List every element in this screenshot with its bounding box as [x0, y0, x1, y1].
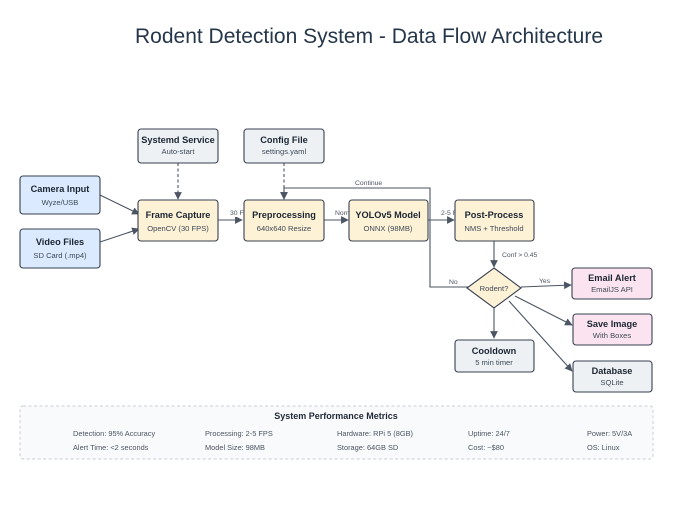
- node-subtitle: ONNX (98MB): [364, 224, 413, 233]
- diagram-title: Rodent Detection System - Data Flow Arch…: [135, 25, 603, 48]
- node-config-file: Config File settings.yaml: [243, 128, 325, 164]
- node-cooldown: Cooldown 5 min timer: [454, 339, 535, 373]
- node-title: Config File: [260, 135, 307, 145]
- edge-decision-to-email: [520, 281, 572, 290]
- node-subtitle: settings.yaml: [262, 147, 307, 156]
- node-title: Systemd Service: [141, 135, 215, 145]
- svg-text:2-5 FPS: 2-5 FPS: [441, 210, 466, 217]
- node-title: Post-Process: [465, 210, 524, 220]
- metric-item: Detection: 95% Accuracy: [73, 429, 155, 438]
- node-title: Frame Capture: [146, 210, 211, 220]
- node-title: Save Image: [587, 319, 638, 329]
- edge-decision-to-saveimage: [514, 295, 573, 326]
- metrics-title: System Performance Metrics: [274, 411, 398, 421]
- node-rodent-decision: Rodent?: [466, 267, 522, 309]
- metric-item: Model Size: 98MB: [205, 443, 265, 452]
- edge-camera-to-capture: [99, 194, 140, 215]
- edge-label-2-5-fps: 2-5 FPS: [441, 210, 466, 217]
- node-preprocessing: Preprocessing 640x640 Resize: [243, 199, 325, 242]
- edge-label-30-fps: 30 FPS: [228, 208, 253, 217]
- node-subtitle: 5 min timer: [475, 358, 513, 367]
- node-database: Database SQLite: [572, 360, 653, 393]
- node-subtitle: SQLite: [600, 378, 623, 387]
- edge-decision-to-database: [508, 300, 573, 372]
- metric-item: Alert Time: <2 seconds: [73, 443, 149, 452]
- node-subtitle: Wyze/USB: [42, 198, 79, 207]
- edge-label-yes: Yes: [539, 278, 551, 285]
- metric-item: Power: 5V/3A: [587, 429, 632, 438]
- performance-metrics-panel: System Performance Metrics Detection: 95…: [19, 405, 654, 460]
- node-title: Cooldown: [472, 346, 517, 356]
- node-systemd-service: Systemd Service Auto-start: [137, 128, 219, 164]
- node-subtitle: 640x640 Resize: [257, 224, 311, 233]
- node-title: Database: [592, 366, 633, 376]
- metric-item: Hardware: RPi 5 (8GB): [337, 429, 413, 438]
- edge-decision-no-continue-loop: [280, 187, 468, 288]
- node-subtitle: With Boxes: [593, 331, 632, 340]
- edge-video-to-capture: [99, 227, 140, 243]
- edge-label-no: No: [449, 279, 458, 286]
- node-subtitle: SD Card (.mp4): [33, 251, 87, 260]
- metric-item: Uptime: 24/7: [468, 429, 510, 438]
- node-yolov5-model: YOLOv5 Model ONNX (98MB): [348, 199, 429, 242]
- node-video-files: Video Files SD Card (.mp4): [19, 228, 101, 269]
- node-frame-capture: Frame Capture OpenCV (30 FPS): [137, 199, 219, 242]
- node-title: Rodent?: [480, 284, 509, 293]
- svg-text:30 FPS: 30 FPS: [230, 210, 253, 217]
- edge-label-confidence: Conf > 0.45: [502, 252, 538, 259]
- node-subtitle: Auto-start: [162, 147, 196, 156]
- node-post-process: Post-Process NMS + Threshold: [454, 199, 535, 242]
- node-title: Email Alert: [588, 273, 636, 283]
- node-title: Preprocessing: [252, 210, 316, 220]
- metric-item: Processing: 2-5 FPS: [205, 429, 273, 438]
- node-title: YOLOv5 Model: [355, 210, 420, 220]
- node-save-image: Save Image With Boxes: [572, 313, 653, 346]
- node-title: Video Files: [36, 237, 84, 247]
- edge-label-continue: Continue: [355, 180, 382, 187]
- node-camera-input: Camera Input Wyze/USB: [19, 175, 101, 215]
- node-email-alert: Email Alert EmailJS API: [571, 267, 653, 300]
- metric-item: Cost: ~$80: [468, 443, 504, 452]
- node-title: Camera Input: [31, 184, 90, 194]
- node-subtitle: NMS + Threshold: [464, 224, 523, 233]
- node-subtitle: EmailJS API: [591, 285, 633, 294]
- metric-item: Storage: 64GB SD: [337, 443, 398, 452]
- metric-item: OS: Linux: [587, 443, 620, 452]
- node-subtitle: OpenCV (30 FPS): [147, 224, 209, 233]
